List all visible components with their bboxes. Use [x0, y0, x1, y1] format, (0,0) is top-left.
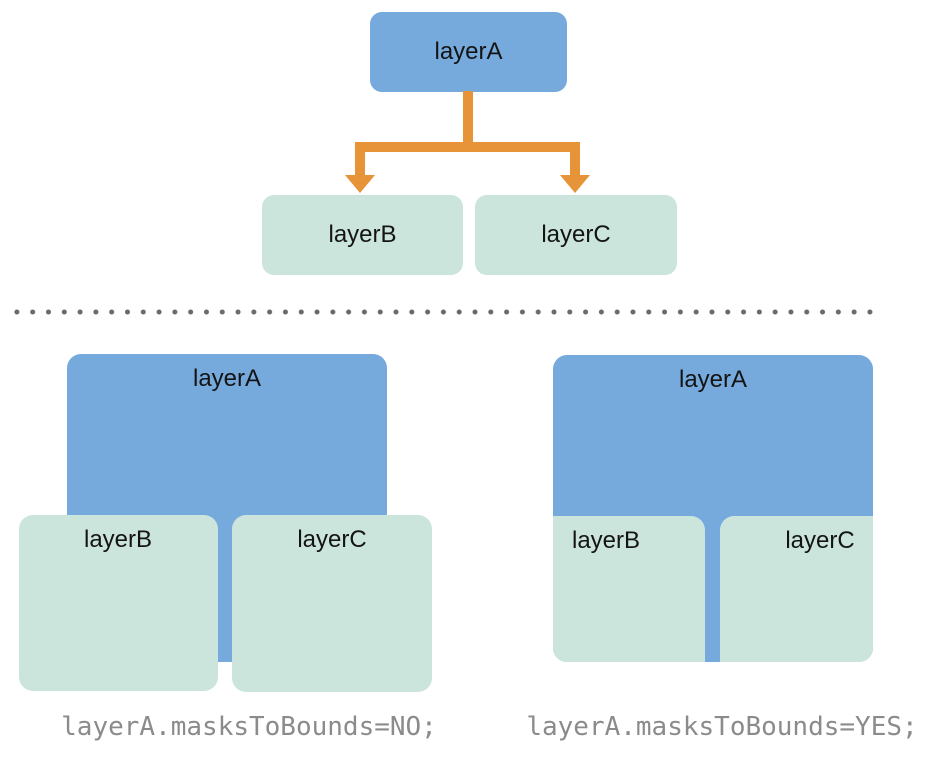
tree-node-layerA-label: layerA — [434, 38, 503, 65]
clip-caption: layerA.masksToBounds=YES; — [526, 712, 918, 742]
noclip-caption: layerA.masksToBounds=NO; — [61, 712, 437, 742]
noclip-layerB-rect — [19, 515, 218, 691]
tree-node-layerB: layerB — [262, 195, 463, 275]
tree-node-layerA: layerA — [370, 12, 567, 92]
dotted-separator — [9, 306, 879, 318]
tree-connector-bar — [355, 142, 580, 152]
clip-layerB-label: layerB — [571, 527, 641, 554]
tree-connector-right-drop — [570, 148, 580, 177]
tree-connector-stem — [463, 91, 473, 146]
arrow-down-left-icon — [345, 175, 375, 193]
clip-layerB-rect — [553, 516, 705, 662]
tree-node-layerC-label: layerC — [541, 221, 611, 248]
tree-node-layerB-label: layerB — [328, 221, 397, 248]
clip-layerC-rect — [720, 516, 873, 662]
noclip-layerC-label: layerC — [297, 526, 367, 553]
arrow-down-right-icon — [560, 175, 590, 193]
clip-layerA-label: layerA — [678, 366, 748, 393]
tree-connector-left-drop — [355, 148, 365, 177]
noclip-layerB-label: layerB — [83, 526, 153, 553]
tree-node-layerC: layerC — [475, 195, 677, 275]
noclip-layerC-rect — [232, 515, 432, 692]
clip-layerC-label: layerC — [785, 527, 855, 554]
clip-layerA-rect — [553, 355, 873, 662]
noclip-layerA-label: layerA — [192, 365, 262, 392]
